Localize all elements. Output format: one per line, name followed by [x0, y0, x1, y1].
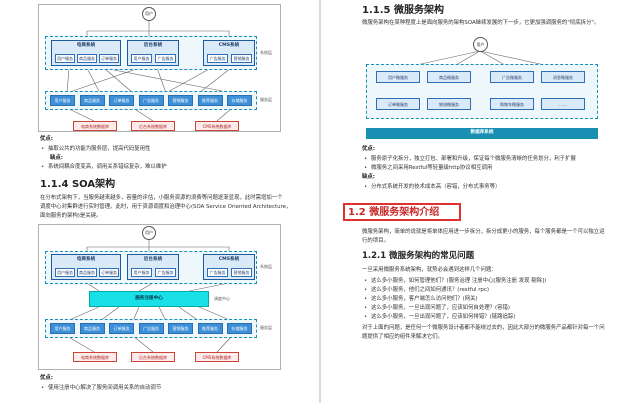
service-box: 广告服务: [155, 54, 176, 63]
shared-service-box: 广告服务: [138, 323, 164, 334]
service-box: 用户服务: [131, 268, 152, 277]
disadvantage-item: 系统间耦合度变高，调用关系错综复杂，难以维护: [41, 163, 167, 171]
closing-line: 题提供了相应的组件来解决它们。: [362, 334, 443, 340]
service-box: 用户服务: [55, 54, 75, 63]
shared-service-box: 订单服务: [109, 323, 134, 334]
system-box-backend: 后台系统 用户服务 广告服务: [127, 254, 179, 280]
database-system-bar: 数据库系统: [366, 128, 598, 139]
service-box: 商品服务: [77, 268, 97, 277]
shared-service-box: 营销服务: [168, 323, 193, 334]
question-item: 这么多小服务，客户端怎么访问他们？(网关): [364, 295, 478, 303]
microservice-box: ......: [541, 98, 585, 110]
lead-paragraph: 一旦采用微服务系统架构，就势必会遇到这样几个问题：: [362, 267, 497, 273]
paragraph-line: 微服务架构，简单的说就是将单体应用进一步拆分，拆分成更小的服务，每个服务都是一个…: [362, 229, 605, 235]
service-box: 营销服务: [231, 54, 252, 63]
disadvantage-item: 分布式系统开发的技术成本高（容错，分布式事务等）: [364, 183, 500, 191]
advantage-item: 服务原子化拆分，独立打包、部署和升级，保证每个微服务清晰的任务划分，利于扩展: [364, 155, 576, 163]
service-box: 订单服务: [99, 54, 119, 63]
system-box-ecommerce: 电商系统 用户服务 商品服务 订单服务: [51, 40, 121, 66]
service-box: 广告服务: [207, 54, 228, 63]
system-box-backend: 后台系统 用户服务 广告服务: [127, 40, 179, 66]
advantage-item: 抽取公共的功能为服务层，提高代码复用性: [41, 145, 150, 153]
paragraph-line: 调度中心对集群进行实时管理。此时，用于资源调度和治理中心(SOA Service…: [40, 204, 292, 210]
advantages-label: 优点:: [362, 146, 375, 152]
microservice-architecture-diagram: 用户 用户微服务 商品微服务 广告微服务 消息微服务 订单微服务 物流微服务 购…: [362, 31, 602, 143]
question-item: 这么多小服务，如何管理他们？(服务治理 注册中心[服务注册 发现 剔除]): [364, 277, 546, 285]
service-layer-label: 服务层: [260, 325, 272, 330]
subsection-title: 1.2.1 微服务架构的常见问题: [362, 251, 475, 261]
shared-service-box: 商品服务: [79, 95, 105, 106]
microservice-box: 消息微服务: [541, 71, 585, 83]
user-avatar: 用户: [142, 226, 156, 240]
shared-service-box: 订单服务: [109, 95, 134, 106]
shared-service-box: 用户服务: [50, 95, 75, 106]
microservice-box: 广告微服务: [490, 71, 534, 83]
advantages-label: 优点:: [40, 375, 53, 381]
left-document-page: 用户 系统层 电商系统 用户服务 商品服务 订单服务 后台系统 用户服务 广告服…: [0, 0, 319, 403]
microservice-box: 购物车微服务: [490, 98, 534, 110]
paragraph-line: 行的项目。: [362, 238, 389, 244]
system-box-ecommerce: 电商系统 用户服务 商品服务 订单服务: [51, 254, 121, 280]
service-box: 订单服务: [99, 268, 119, 277]
user-avatar: 用户: [142, 7, 156, 21]
advantage-item: 使用注册中心解决了服务间调用关系的自动调节: [41, 384, 161, 392]
system-layer-label: 系统层: [260, 264, 272, 269]
intro-paragraph: 微服务架构在某种程度上是面向服务的架构SOA继续发展的下一步，它更加强调服务的"…: [362, 20, 600, 26]
shared-service-box: 存储服务: [227, 95, 252, 106]
service-box: 广告服务: [155, 268, 176, 277]
system-box-cms: CMS系统 广告服务 营销服务: [203, 254, 255, 280]
shared-service-box: 推荐服务: [197, 323, 223, 334]
database-box: CMS系统数据库: [195, 352, 239, 362]
highlighted-heading-box: [343, 203, 461, 221]
database-box: CMS系统数据库: [195, 121, 239, 131]
disadvantages-label: 缺点:: [50, 155, 63, 161]
advantages-label: 优点:: [40, 136, 53, 142]
shared-service-box: 营销服务: [168, 95, 193, 106]
database-box: 后台系统数据库: [131, 121, 175, 131]
service-box: 广告服务: [207, 268, 228, 277]
dispatch-center-label: 调度中心: [214, 296, 230, 301]
shared-service-box: 推荐服务: [197, 95, 223, 106]
disadvantages-label: 缺点:: [362, 174, 375, 180]
database-box: 电商系统数据库: [73, 352, 117, 362]
section-title-intro: 1.2 微服务架构介绍: [348, 207, 440, 218]
closing-line: 对于上面的问题，是任何一个微服务设计者都不能绕过去的，因此大部分的微服务产品都针…: [362, 325, 605, 331]
user-avatar: 用户: [473, 37, 488, 52]
shared-service-box: 广告服务: [138, 95, 164, 106]
microservice-box: 用户微服务: [376, 71, 420, 83]
microservice-box: 商品微服务: [427, 71, 471, 83]
system-box-cms: CMS系统 广告服务 营销服务: [203, 40, 255, 66]
service-layer-label: 服务层: [260, 97, 272, 102]
question-item: 这么多小服务，一旦出现问题了，应该如何排错？(链路追踪): [364, 313, 515, 321]
question-item: 这么多小服务，他们之间如何通讯？(restful rpc): [364, 286, 489, 294]
shared-service-box: 存储服务: [227, 323, 252, 334]
service-registry-bus: 服务注册中心: [89, 291, 209, 307]
microservice-box: 物流微服务: [427, 98, 471, 110]
system-layer-label: 系统层: [260, 50, 272, 55]
section-title-soa: 1.1.4 SOA架构: [40, 179, 116, 190]
question-item: 这么多小服务，一旦出现问题了，应该如何自处理？(容错): [364, 304, 510, 312]
microservice-box: 订单微服务: [376, 98, 420, 110]
database-box: 电商系统数据库: [73, 121, 117, 131]
service-box: 营销服务: [231, 268, 252, 277]
paragraph-line: 面向服务的架构)是关键。: [40, 213, 102, 219]
distributed-architecture-diagram: 用户 系统层 电商系统 用户服务 商品服务 订单服务 后台系统 用户服务 广告服…: [38, 4, 281, 132]
soa-architecture-diagram: 用户 系统层 电商系统 用户服务 商品服务 订单服务 后台系统 用户服务 广告服…: [38, 224, 281, 370]
section-title-microservices: 1.1.5 微服务架构: [362, 5, 444, 16]
shared-service-box: 用户服务: [50, 323, 75, 334]
advantage-item: 微服务之间采用Restful等轻量级http协议相互调用: [364, 164, 492, 172]
service-box: 商品服务: [77, 54, 97, 63]
database-box: 后台系统数据库: [131, 352, 175, 362]
service-box: 用户服务: [131, 54, 152, 63]
shared-service-box: 商品服务: [79, 323, 105, 334]
paragraph-line: 在分布式架构下，当服务越来越多，容量的评估，小服务资源的浪费等问题逐渐显现，此时…: [40, 195, 283, 201]
service-box: 用户服务: [55, 268, 75, 277]
right-document-page: 1.1.5 微服务架构 微服务架构在某种程度上是面向服务的架构SOA继续发展的下…: [321, 0, 640, 403]
